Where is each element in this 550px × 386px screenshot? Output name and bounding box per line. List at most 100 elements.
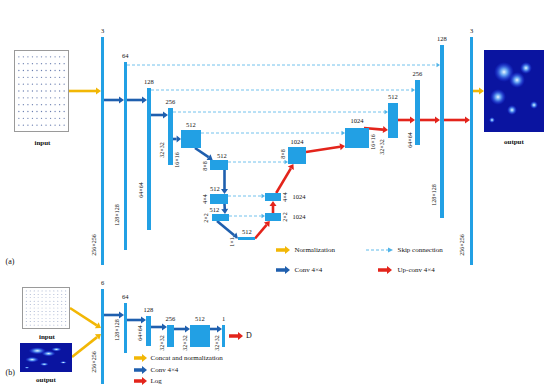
grid-dot [61,300,62,302]
grid-dot [54,104,55,105]
grid-dot [61,314,62,316]
grid-dot [45,111,46,112]
conv-arrow [151,112,168,119]
grid-dot [45,97,46,98]
grid-dot [65,294,66,296]
grid-dot [36,56,37,57]
grid-dot [32,90,33,91]
grid-dot [18,97,19,98]
grid-dot [45,294,46,296]
up-conv-arrow [255,221,270,239]
grid-dot [41,124,42,125]
grid-dot [41,307,42,309]
grid-dot [30,307,31,309]
grid-dot [23,124,24,125]
grid-dot [23,104,24,105]
map-size: 256×256 [459,234,465,256]
grid-dot [38,321,39,323]
arrowhead [270,201,277,206]
feature-map: 5128×8 [210,160,228,170]
grid-dot [45,290,46,292]
grid-dot [32,63,33,64]
image-label: input [34,140,51,147]
grid-dot [26,304,27,306]
conv-icon [276,266,290,274]
legend-text: Skip connection [397,247,443,254]
grid-dot [45,321,46,323]
feature-map: 51232×32 [190,325,210,347]
connector-line [173,112,385,113]
light-spot [60,361,67,364]
grid-dot [49,297,50,299]
grid-dot [54,124,55,125]
grid-dot [59,56,60,57]
grid-dot [26,324,27,326]
grid-dot [54,63,55,64]
grid-dot [63,70,64,71]
grid-dot [45,304,46,306]
grid-dot [49,307,50,309]
grid-dot [18,77,19,78]
channel-count: 3 [470,28,474,35]
grid-dot [57,314,58,316]
map-size: 16×16 [174,152,180,168]
feature-map: 10244×4 [265,193,281,201]
skip-icon-head [388,248,393,253]
grid-dot [41,300,42,302]
grid-dot [30,311,31,313]
arrowhead [264,221,270,227]
grid-dot [32,56,33,57]
grid-dot [54,90,55,91]
grid-dot [59,124,60,125]
grid-dot [32,83,33,84]
grid-dot [50,83,51,84]
grid-dot [59,104,60,105]
grid-dot [45,324,46,326]
grid-dot [45,90,46,91]
feature-map: 10242×2 [265,213,281,221]
connector-line [151,90,412,91]
channel-count: 512 [195,316,206,323]
light-field-ground [484,50,544,132]
grid-dot [36,124,37,125]
grid-dot [41,304,42,306]
map-size: 1×1 [229,237,235,247]
grid-dot [59,111,60,112]
connector-line [229,216,262,217]
image-label: input [39,334,56,341]
grid-dot [63,97,64,98]
skip-connection [151,88,415,92]
grid-dot [38,314,39,316]
grid-dot [38,304,39,306]
grid-dot [53,321,54,323]
feature-map: 3256×256 [101,37,104,265]
map-size: 256×256 [91,351,97,373]
light-spot [42,351,56,357]
channel-count: 512 [186,122,197,129]
grid-dot [41,290,42,292]
grid-dot [63,124,64,125]
normalization-arrow [473,88,484,95]
connector-line [174,328,185,331]
conv-arrow [127,317,146,324]
grid-dot [45,314,46,316]
feature-map: 64128×128 [124,303,127,353]
up-conv-icon [378,266,392,274]
grid-dot [54,97,55,98]
conv-arrow [221,204,228,214]
grid-dot [36,63,37,64]
grid-dot [63,104,64,105]
grid-dot [45,70,46,71]
grid-dot [34,314,35,316]
legend-text: Up-conv 4×4 [397,267,435,274]
grid-dot [53,297,54,299]
map-size: 32×32 [182,335,188,351]
grid-dot [53,317,54,319]
grid-dot [61,294,62,296]
grid-dot [34,290,35,292]
grid-dot [23,77,24,78]
conv-arrow [195,148,213,160]
grid-dot [59,90,60,91]
skip-connection [228,194,265,198]
grid-dot [32,124,33,125]
